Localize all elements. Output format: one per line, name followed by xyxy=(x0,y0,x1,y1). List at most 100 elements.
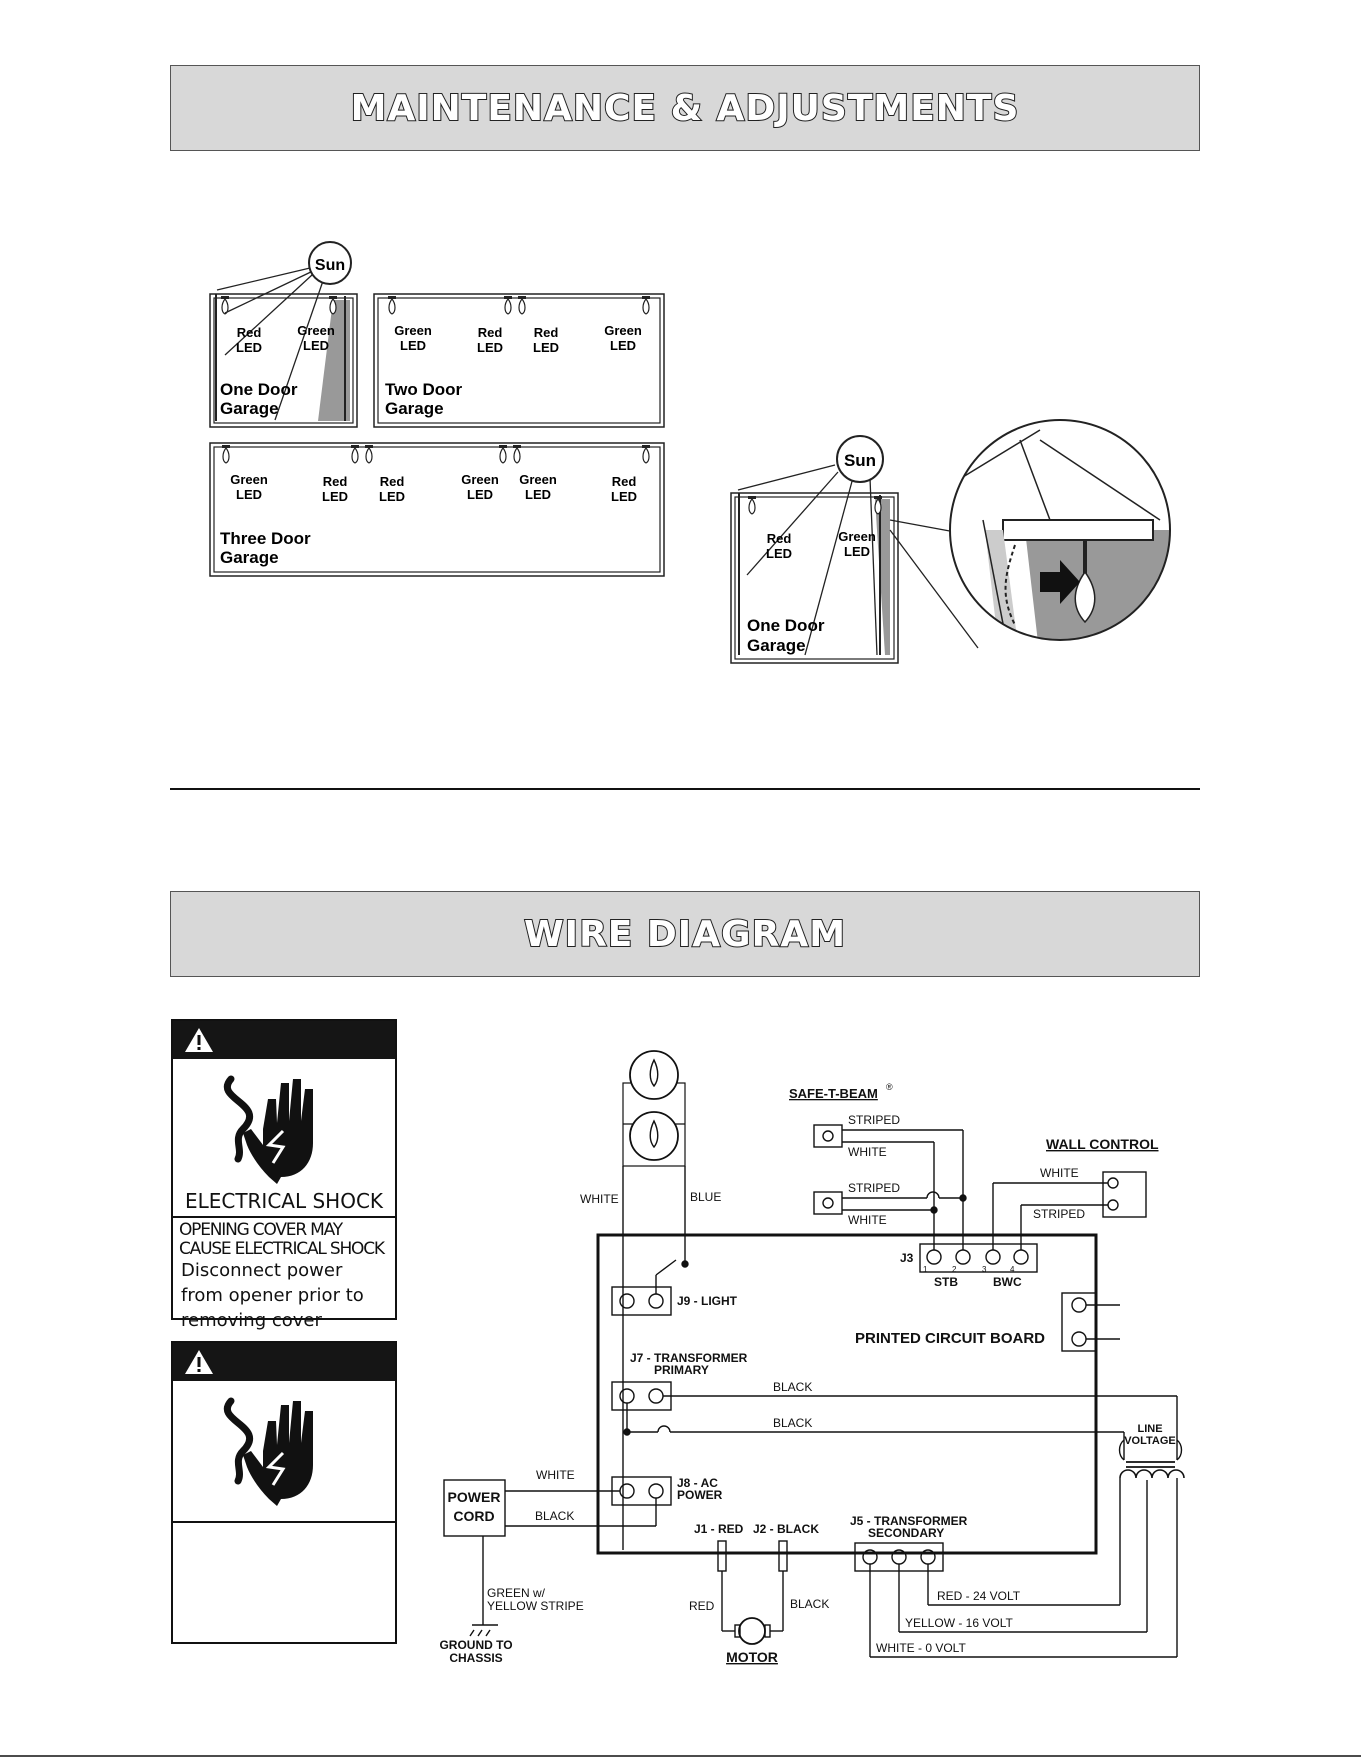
svg-text:®: ® xyxy=(886,1082,893,1092)
svg-text:WHITE: WHITE xyxy=(580,1192,619,1206)
maintenance-banner: MAINTENANCE & ADJUSTMENTS xyxy=(170,65,1200,151)
shock-hand-icon xyxy=(173,1381,395,1523)
svg-text:STRIPED: STRIPED xyxy=(848,1181,900,1195)
svg-text:POWER: POWER xyxy=(677,1488,723,1502)
svg-text:WHITE: WHITE xyxy=(1040,1166,1079,1180)
svg-text:BWC: BWC xyxy=(993,1275,1022,1289)
maintenance-title: MAINTENANCE & ADJUSTMENTS xyxy=(350,87,1020,130)
wire-diagram-title: WIRE DIAGRAM xyxy=(523,913,847,956)
svg-text:Garage: Garage xyxy=(747,636,806,655)
svg-text:Green: Green xyxy=(519,472,557,487)
electrical-shock-warning: ELECTRICAL SHOCK OPENING COVER MAY CAUSE… xyxy=(171,1019,397,1330)
warning-body-line2: from opener prior to xyxy=(181,1285,364,1306)
one-door-garage-figure: Sun Red LED Green LED One Door Garage xyxy=(209,241,358,428)
svg-text:LED: LED xyxy=(610,338,636,353)
svg-text:YELLOW STRIPE: YELLOW STRIPE xyxy=(487,1599,584,1613)
svg-text:YELLOW - 16 VOLT: YELLOW - 16 VOLT xyxy=(905,1616,1013,1630)
svg-text:LED: LED xyxy=(400,338,426,353)
svg-text:Red: Red xyxy=(767,531,792,546)
shock-warning-2 xyxy=(171,1341,397,1644)
wire-diagram-banner: WIRE DIAGRAM xyxy=(170,891,1200,977)
warning-body-line1: Disconnect power xyxy=(181,1260,343,1281)
pcb-label: PRINTED CIRCUIT BOARD xyxy=(855,1330,1045,1347)
svg-text:VOLTAGE: VOLTAGE xyxy=(1124,1435,1176,1447)
svg-text:LED: LED xyxy=(766,546,792,561)
sun-label: Sun xyxy=(315,257,345,274)
magnifier-detail xyxy=(949,419,1171,641)
svg-text:LINE: LINE xyxy=(1137,1423,1162,1435)
svg-text:LED: LED xyxy=(236,340,262,355)
svg-text:RED: RED xyxy=(689,1599,715,1613)
svg-text:BLACK: BLACK xyxy=(773,1380,812,1394)
svg-text:4: 4 xyxy=(1010,1265,1015,1274)
svg-text:J9 - LIGHT: J9 - LIGHT xyxy=(677,1294,738,1308)
svg-text:LED: LED xyxy=(322,489,348,504)
svg-text:GREEN w/: GREEN w/ xyxy=(487,1586,546,1600)
warning-subtitle-line1: OPENING COVER MAY xyxy=(179,1220,343,1240)
svg-text:BLUE: BLUE xyxy=(690,1190,721,1204)
svg-text:LED: LED xyxy=(533,340,559,355)
safe-t-beam-label: SAFE-T-BEAM xyxy=(789,1086,878,1101)
svg-text:BLACK: BLACK xyxy=(773,1416,812,1430)
svg-text:Green: Green xyxy=(230,472,268,487)
svg-text:Sun: Sun xyxy=(844,451,876,470)
svg-text:WHITE: WHITE xyxy=(536,1468,575,1482)
warning-triangle-icon xyxy=(185,1350,213,1374)
svg-text:Red: Red xyxy=(478,325,503,340)
svg-text:J8 - AC: J8 - AC xyxy=(677,1476,718,1490)
svg-text:One Door: One Door xyxy=(747,616,825,635)
power-cord-label: POWER xyxy=(448,1489,501,1505)
svg-text:Green: Green xyxy=(394,323,432,338)
svg-text:Garage: Garage xyxy=(385,399,444,418)
svg-text:LED: LED xyxy=(844,544,870,559)
motor-label: MOTOR xyxy=(726,1649,778,1665)
svg-text:STRIPED: STRIPED xyxy=(1033,1207,1085,1221)
svg-text:Garage: Garage xyxy=(220,548,279,567)
warning-subtitle-line2: CAUSE ELECTRICAL SHOCK xyxy=(179,1239,385,1259)
svg-text:WHITE: WHITE xyxy=(848,1213,887,1227)
svg-text:STRIPED: STRIPED xyxy=(848,1113,900,1127)
svg-text:LED: LED xyxy=(236,487,262,502)
light-socket-icon xyxy=(622,1050,686,1167)
svg-text:LED: LED xyxy=(525,487,551,502)
two-door-label: Two Door xyxy=(385,380,462,399)
green-led-label: Green xyxy=(297,323,335,338)
svg-text:BLACK: BLACK xyxy=(535,1509,574,1523)
svg-text:LED: LED xyxy=(467,487,493,502)
svg-text:BLACK: BLACK xyxy=(790,1597,829,1611)
svg-text:J3: J3 xyxy=(900,1251,914,1265)
svg-text:Red: Red xyxy=(534,325,559,340)
red-led-label: Red xyxy=(237,325,262,340)
svg-text:Green: Green xyxy=(461,472,499,487)
svg-text:LED: LED xyxy=(303,338,329,353)
svg-text:LED: LED xyxy=(477,340,503,355)
svg-text:LED: LED xyxy=(611,489,637,504)
wall-control-label: WALL CONTROL xyxy=(1046,1136,1159,1152)
svg-text:CHASSIS: CHASSIS xyxy=(449,1651,502,1665)
svg-text:SECONDARY: SECONDARY xyxy=(868,1526,944,1540)
svg-text:Green: Green xyxy=(604,323,642,338)
svg-text:Garage: Garage xyxy=(220,399,279,418)
svg-text:J7 - TRANSFORMER: J7 - TRANSFORMER xyxy=(630,1351,748,1365)
two-door-garage-figure: Green LED Red LED Red LED Green LED Two … xyxy=(373,293,665,428)
svg-text:Red: Red xyxy=(323,474,348,489)
warning-triangle-icon xyxy=(185,1028,213,1052)
svg-text:J1 - RED: J1 - RED xyxy=(694,1522,744,1536)
svg-text:RED - 24 VOLT: RED - 24 VOLT xyxy=(937,1589,1021,1603)
one-door-garage-detail-figure: Sun Red LED Green LED One Door Garage xyxy=(730,419,1171,664)
one-door-label: One Door xyxy=(220,380,298,399)
svg-text:3: 3 xyxy=(982,1265,987,1274)
warning-header xyxy=(173,1021,395,1059)
wiring-labels: SAFE-T-BEAM ® WALL CONTROL STRIPED WHITE… xyxy=(439,1082,1175,1665)
svg-text:Red: Red xyxy=(380,474,405,489)
three-door-garage-figure: Green LED Red LED Red LED Green LED Gree… xyxy=(209,442,665,577)
svg-text:J5 - TRANSFORMER: J5 - TRANSFORMER xyxy=(850,1514,968,1528)
svg-text:GROUND TO: GROUND TO xyxy=(439,1638,512,1652)
svg-text:2: 2 xyxy=(952,1265,957,1274)
shock-hand-icon xyxy=(173,1059,395,1189)
svg-text:WHITE: WHITE xyxy=(848,1145,887,1159)
wiring-schematic xyxy=(443,1050,1185,1658)
section-divider xyxy=(170,788,1200,790)
warning-header-2 xyxy=(173,1343,395,1381)
svg-text:Red: Red xyxy=(612,474,637,489)
